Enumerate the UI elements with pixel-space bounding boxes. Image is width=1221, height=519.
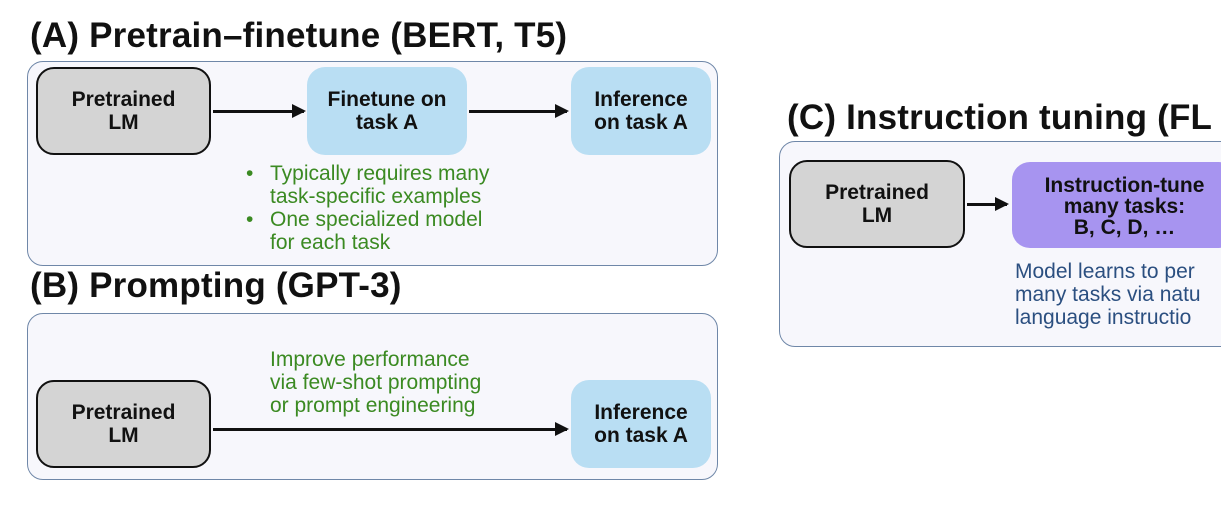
- panel-b-pretrained-lm-box: Pretrained LM: [36, 380, 211, 468]
- panel-b-inference-box: Inference on task A: [571, 380, 711, 468]
- panel-a-title: (A) Pretrain–finetune (BERT, T5): [30, 16, 568, 55]
- panel-c-instruction-tune-box: Instruction-tune many tasks: B, C, D, …: [1012, 162, 1221, 248]
- panel-a-notes: • Typically requires many task-specific …: [246, 162, 489, 254]
- panel-c-arrow: [967, 198, 1009, 210]
- panel-a-bullet-2: • One specialized model for each task: [246, 208, 489, 254]
- panel-c-title: (C) Instruction tuning (FL: [787, 98, 1213, 137]
- panel-a-pretrained-lm-box: Pretrained LM: [36, 67, 211, 155]
- panel-b-arrow: [213, 423, 569, 435]
- panel-b-note: Improve performance via few-shot prompti…: [270, 348, 482, 417]
- panel-a-arrow-1: [213, 105, 306, 117]
- panel-b-title: (B) Prompting (GPT-3): [30, 266, 402, 305]
- panel-c-note: Model learns to per many tasks via natu …: [1015, 260, 1201, 329]
- panel-a-inference-box: Inference on task A: [571, 67, 711, 155]
- panel-a-bullet-1-text: Typically requires many task-specific ex…: [270, 162, 490, 208]
- bullet-dot: •: [246, 162, 254, 185]
- panel-a-finetune-box: Finetune on task A: [307, 67, 467, 155]
- bullet-dot: •: [246, 208, 254, 231]
- panel-a-arrow-2: [469, 105, 569, 117]
- panel-a-bullet-2-text: One specialized model for each task: [270, 208, 483, 254]
- panel-a-bullet-1: • Typically requires many task-specific …: [246, 162, 489, 208]
- panel-c-pretrained-lm-box: Pretrained LM: [789, 160, 965, 248]
